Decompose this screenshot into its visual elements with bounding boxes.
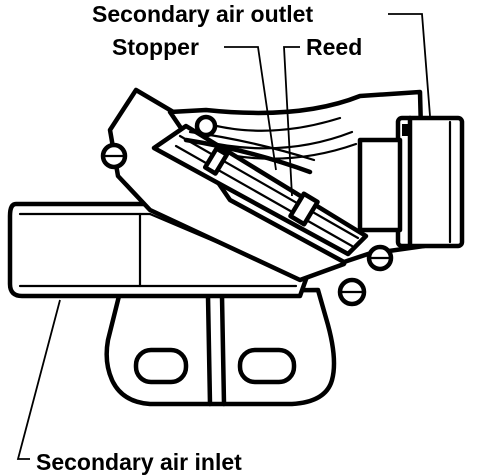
bracket-slot-left <box>133 347 189 385</box>
pivot-screw <box>194 114 218 138</box>
leader-stopper <box>224 46 277 171</box>
label-reed: Reed <box>306 34 362 60</box>
leader-reed <box>283 46 300 197</box>
mounting-bracket <box>104 287 337 407</box>
outlet-port <box>357 115 465 249</box>
label-secondary-air-outlet: Secondary air outlet <box>92 1 313 27</box>
bolt-bottom-right <box>337 277 367 307</box>
bolt-top-left <box>100 142 128 170</box>
label-stopper: Stopper <box>112 34 199 60</box>
leader-outlet <box>388 13 431 117</box>
bolt-right <box>366 244 394 272</box>
outlet-mark <box>402 124 408 136</box>
label-secondary-air-inlet: Secondary air inlet <box>36 449 242 475</box>
leader-inlet <box>16 299 61 460</box>
inlet-pipe <box>7 201 313 299</box>
reed-assembly <box>151 114 369 257</box>
bracket-slot-right <box>237 347 297 385</box>
